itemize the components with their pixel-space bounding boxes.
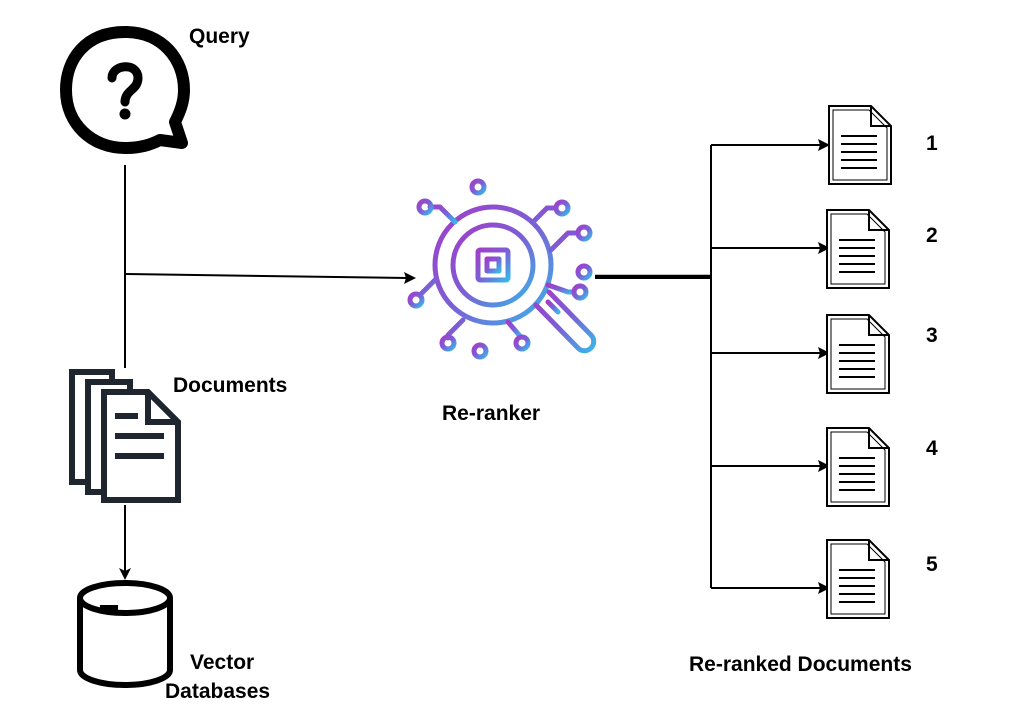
ai-chip-magnifier-icon — [407, 178, 597, 360]
query-label: Query — [189, 25, 250, 48]
reranked-documents-label: Re-ranked Documents — [689, 653, 912, 676]
output-arrowheads — [818, 139, 830, 594]
ranked-doc-5-icon — [826, 539, 890, 619]
reranker-output-lines — [595, 144, 822, 589]
ranked-doc-3-icon — [826, 314, 890, 394]
rank-number: 4 — [926, 437, 938, 460]
database-cylinder-icon — [77, 580, 173, 688]
document-stack-icon — [69, 369, 181, 503]
documents-to-database-arrow — [119, 505, 131, 580]
rank-number: 5 — [926, 553, 938, 576]
rank-number: 2 — [926, 224, 938, 247]
reranker-label: Re-ranker — [442, 402, 541, 425]
ranked-doc-4-icon — [826, 427, 890, 507]
query-to-reranker-arrow — [124, 272, 416, 284]
ranked-doc-1-icon — [828, 105, 892, 185]
ranked-doc-2-icon — [826, 209, 890, 289]
vector-databases-label-line2: Databases — [165, 680, 271, 703]
documents-label: Documents — [173, 374, 288, 397]
vector-databases-label-line1: Vector — [190, 651, 255, 674]
rank-number: 3 — [926, 324, 938, 347]
rank-number: 1 — [926, 132, 938, 155]
question-bubble-icon — [60, 26, 190, 154]
